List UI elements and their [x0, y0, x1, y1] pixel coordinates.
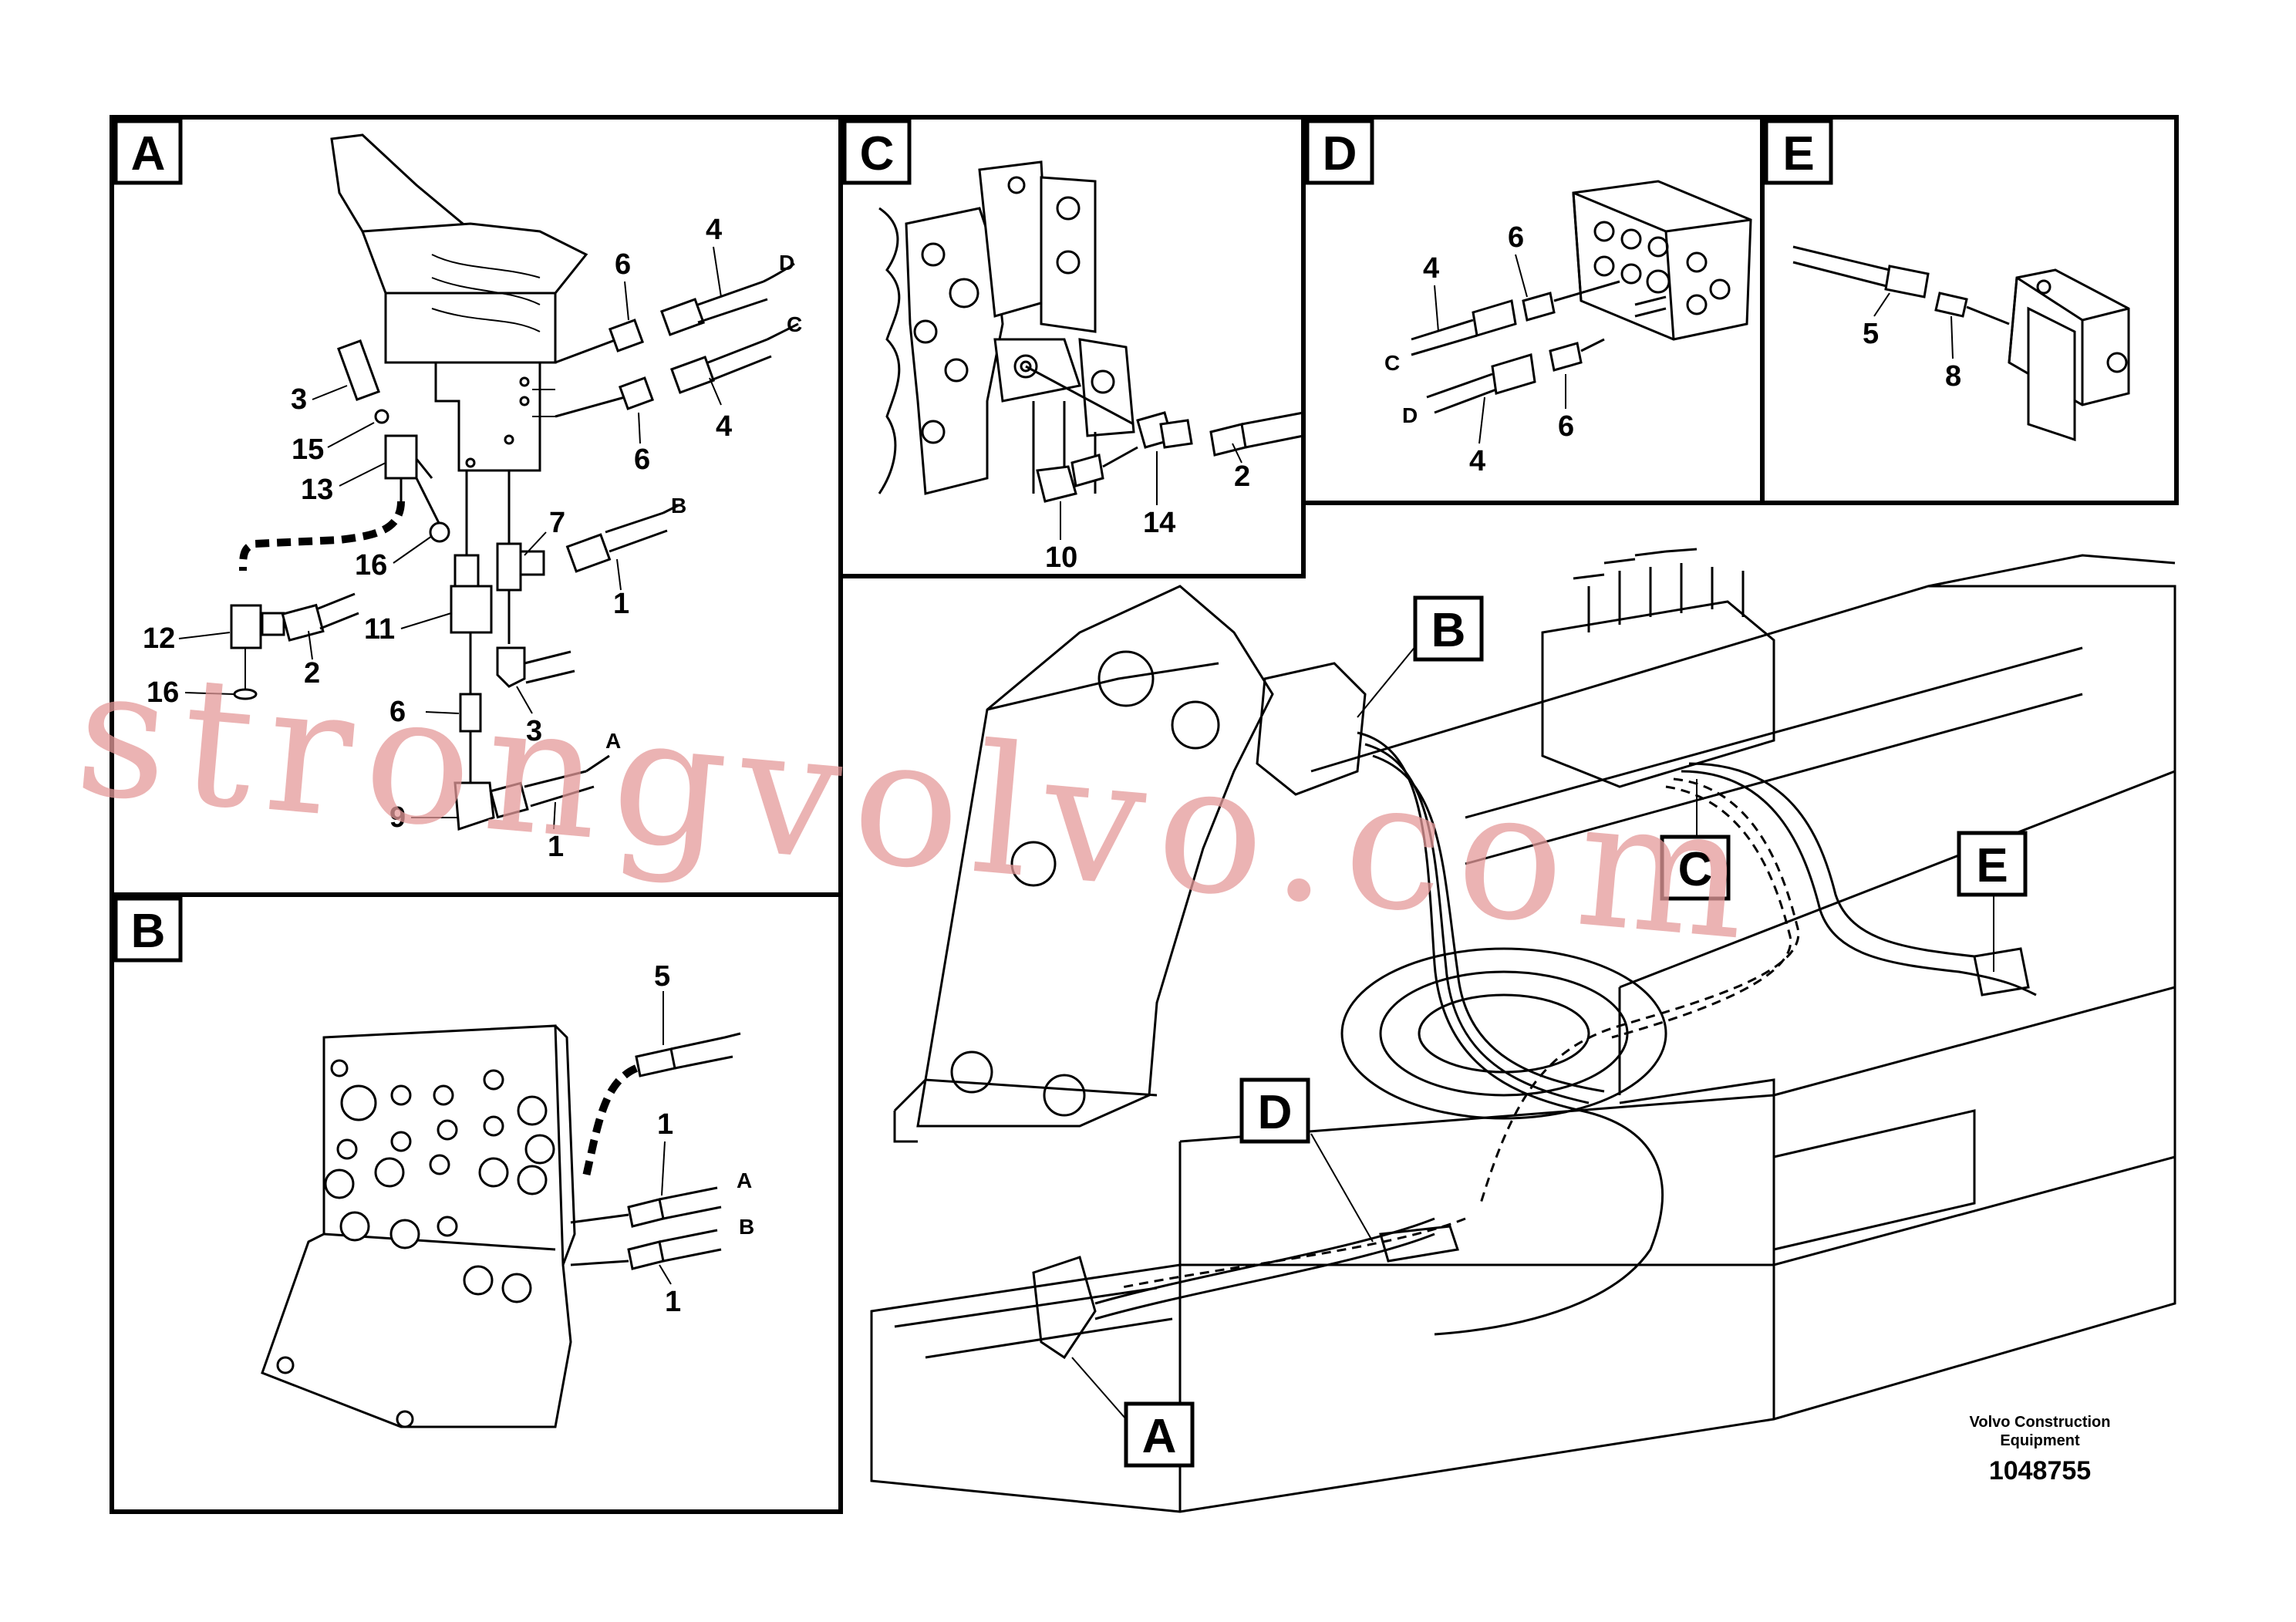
panel-b-tag: B — [113, 896, 183, 963]
svg-text:6: 6 — [1558, 410, 1574, 443]
svg-text:D: D — [779, 251, 794, 275]
svg-text:5: 5 — [1863, 318, 1879, 350]
panel-c-tag: C — [842, 119, 912, 185]
svg-text:A: A — [131, 127, 166, 180]
svg-text:B: B — [739, 1215, 754, 1239]
svg-text:2: 2 — [1234, 460, 1250, 493]
svg-text:13: 13 — [301, 474, 333, 506]
watermark: strongvolvo.com — [69, 629, 1768, 981]
panel-b-frame — [110, 892, 843, 1514]
svg-text:1: 1 — [548, 831, 564, 863]
svg-text:1: 1 — [665, 1286, 681, 1318]
svg-text:16: 16 — [355, 549, 387, 582]
svg-text:D: D — [1323, 127, 1357, 180]
svg-text:7: 7 — [549, 507, 565, 539]
svg-text:3: 3 — [526, 715, 542, 747]
panel-a-callouts: 4 D 6 C 6 4 3 15 13 7 B 16 1 12 2 11 16 … — [143, 214, 802, 863]
panel-d-callouts: 6 4 C D 4 6 — [1384, 221, 1574, 477]
svg-text:A: A — [1142, 1410, 1177, 1463]
plate-holes — [276, 1059, 555, 1428]
control-valve-detail — [878, 160, 1304, 503]
panel-a-tag: A — [113, 119, 183, 185]
svg-text:2: 2 — [304, 657, 320, 690]
svg-text:A: A — [605, 729, 621, 753]
panel-a-hoses — [230, 262, 799, 831]
svg-text:A: A — [737, 1168, 752, 1192]
panel-e-frame — [1760, 115, 2179, 505]
svg-text:1: 1 — [613, 588, 629, 620]
svg-text:1: 1 — [657, 1108, 673, 1141]
svg-text:C: C — [860, 127, 895, 180]
svg-text:12: 12 — [143, 622, 175, 655]
panel-c-callouts: 2 14 10 — [1045, 443, 1250, 574]
company-line-1: Volvo Construction — [1970, 1414, 2111, 1431]
panel-e-tag: E — [1764, 119, 1833, 185]
svg-text:C: C — [1384, 351, 1400, 375]
panel-e-callouts: 5 8 — [1863, 292, 1961, 393]
svg-text:15: 15 — [292, 433, 324, 466]
svg-text:B: B — [1431, 604, 1466, 657]
svg-text:4: 4 — [706, 214, 722, 246]
company-line-2: Equipment — [2000, 1432, 2080, 1449]
svg-text:4: 4 — [716, 410, 732, 443]
svg-text:4: 4 — [1423, 252, 1439, 285]
svg-text:6: 6 — [634, 443, 650, 476]
svg-text:B: B — [131, 905, 166, 958]
panel-b-callouts: 5 1 A B 1 — [654, 960, 754, 1318]
svg-text:6: 6 — [615, 248, 631, 281]
svg-text:5: 5 — [654, 960, 670, 993]
pedal-valve-assembly — [330, 133, 588, 555]
upper-frame-overview — [870, 548, 2176, 1513]
svg-text:9: 9 — [389, 801, 406, 834]
svg-text:16: 16 — [147, 676, 179, 709]
overview-tags: B C E D A — [1071, 595, 2028, 1468]
svg-text:4: 4 — [1469, 445, 1485, 477]
svg-text:14: 14 — [1143, 507, 1175, 539]
svg-text:E: E — [1782, 127, 1814, 180]
title-block: Volvo Construction Equipment 1048755 — [1970, 1414, 2111, 1485]
svg-text:C: C — [787, 312, 802, 336]
svg-text:B: B — [671, 494, 686, 518]
svg-text:11: 11 — [364, 613, 395, 646]
panel-d-tag: D — [1305, 119, 1374, 185]
valve-block-d — [1411, 180, 1752, 414]
svg-text:C: C — [1678, 843, 1713, 896]
valve-block-e — [1792, 245, 2130, 442]
svg-text:6: 6 — [389, 696, 406, 728]
svg-text:10: 10 — [1045, 541, 1077, 574]
svg-text:3: 3 — [291, 383, 307, 416]
svg-text:D: D — [1402, 403, 1418, 427]
bulkhead-plate — [261, 1024, 741, 1428]
svg-text:E: E — [1976, 839, 2008, 892]
svg-text:D: D — [1258, 1086, 1293, 1139]
svg-text:6: 6 — [1508, 221, 1524, 254]
drawing-number: 1048755 — [1989, 1456, 2091, 1485]
svg-text:8: 8 — [1945, 360, 1961, 393]
